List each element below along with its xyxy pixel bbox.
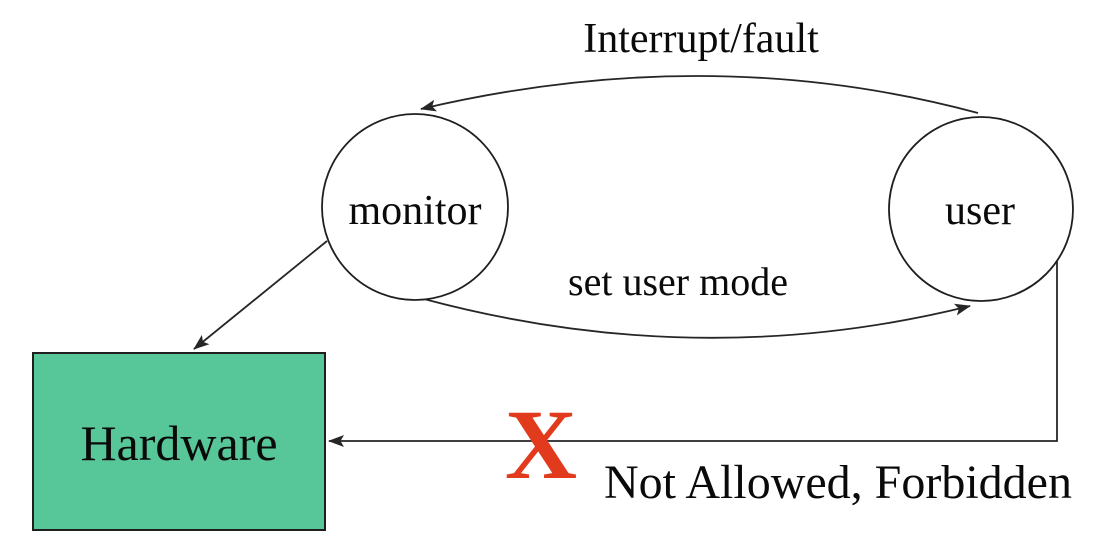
hardware-node-label: Hardware — [80, 415, 278, 471]
forbidden-x-marker: X — [504, 389, 578, 500]
hardware-node-box — [32, 352, 326, 531]
edge-user-to-hardware-forbidden-arrow — [328, 261, 1058, 447]
edge-label-interrupt-fault: Interrupt/fault — [583, 16, 819, 62]
edge-interrupt-fault-arrow — [420, 75, 979, 114]
user-node-circle — [888, 116, 1074, 302]
edge-label-set-user-mode: set user mode — [568, 259, 788, 304]
user-node-label: user — [945, 188, 1015, 234]
monitor-node-circle — [321, 113, 509, 301]
edge-set-user-mode-arrow — [423, 298, 971, 339]
monitor-node-label: monitor — [348, 188, 482, 234]
edge-label-not-allowed-forbidden: Not Allowed, Forbidden — [604, 456, 1072, 509]
edge-monitor-to-hardware-arrow — [193, 240, 328, 350]
